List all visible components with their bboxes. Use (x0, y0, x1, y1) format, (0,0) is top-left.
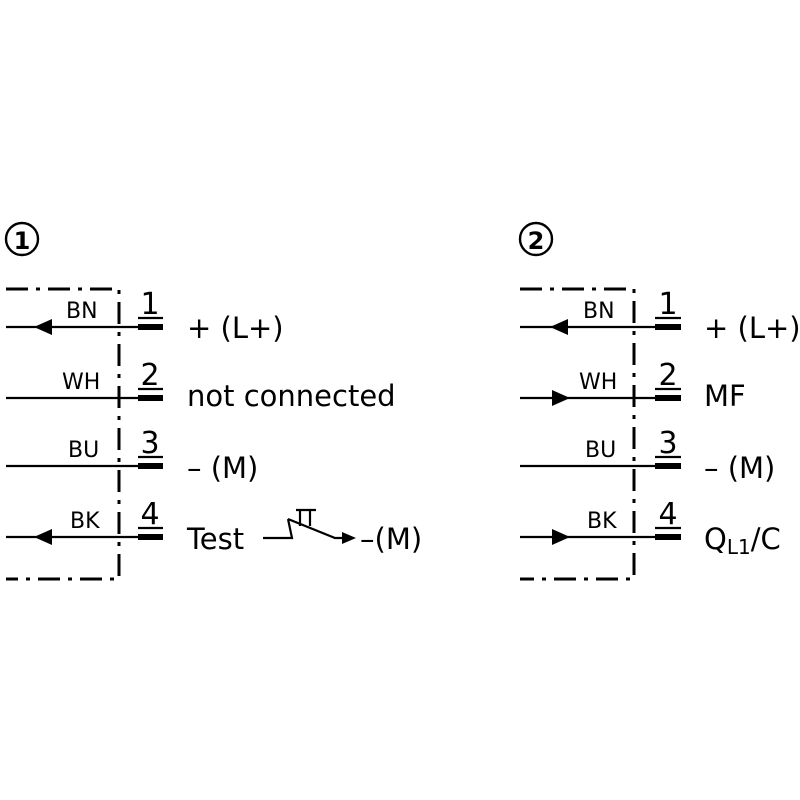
arrow-left-icon (34, 319, 52, 335)
pin-number: 1 (658, 287, 677, 322)
svg-text:1: 1 (14, 227, 31, 255)
diagram-1-pin-1: BN 1 + (L+) (6, 287, 284, 345)
pin-number: 2 (140, 358, 159, 393)
wire-color-label: BU (68, 438, 99, 463)
diagram-1-pin-2: WH 2 not connected (6, 358, 396, 413)
arrow-left-icon (34, 529, 52, 545)
pin-function: + (L+) (187, 311, 284, 345)
diagram-2-pin-2: WH 2 MF (520, 358, 746, 413)
diagram-1-housing-outline (6, 287, 121, 581)
switch-target-label: –(M) (360, 522, 422, 556)
svg-text:2: 2 (528, 227, 545, 255)
pin-number: 3 (658, 426, 677, 461)
pin-function: QL1/C (704, 522, 781, 559)
pin-number: 1 (140, 287, 159, 322)
diagram-2-pin-1: BN 1 + (L+) (520, 287, 800, 345)
pin-function-main: Q (704, 522, 727, 556)
wire-color-label: BN (66, 299, 98, 324)
diagram-2: 2 BN 1 + (L+) WH 2 MF BU (518, 221, 800, 581)
pin-number: 3 (140, 426, 159, 461)
diagram-1-pin-3: BU 3 – (M) (6, 426, 258, 485)
diagram-1-pin-4: BK 4 Test –(M) (6, 497, 422, 556)
pin-function: Test (186, 522, 244, 556)
arrow-right-icon (552, 390, 570, 406)
pin-number: 4 (140, 497, 159, 532)
pin-function-tail: /C (751, 522, 781, 556)
pin-number: 4 (658, 497, 677, 532)
pin-function: – (M) (704, 451, 775, 485)
wire-color-label: BU (585, 438, 616, 463)
pin-function: – (M) (187, 451, 258, 485)
wire-color-label: WH (579, 370, 617, 395)
arrow-left-icon (550, 319, 568, 335)
diagram-1-marker: 1 (4, 221, 40, 257)
diagram-2-pin-3: BU 3 – (M) (520, 426, 775, 485)
wire-color-label: BK (587, 509, 617, 534)
wire-color-label: BK (70, 509, 100, 534)
diagram-2-marker: 2 (518, 221, 554, 257)
pin-function: + (L+) (704, 311, 800, 345)
arrow-right-icon (342, 532, 356, 544)
pin-function: MF (704, 379, 746, 413)
pin-number: 2 (658, 358, 677, 393)
arrow-right-icon (552, 529, 570, 545)
pin-function-subscript: L1 (727, 535, 751, 559)
diagram-2-pin-4: BK 4 QL1/C (520, 497, 781, 559)
push-button-switch-icon (263, 508, 356, 544)
pin-function: not connected (187, 379, 396, 413)
wire-color-label: WH (62, 370, 100, 395)
diagram-1: 1 BN 1 + (L+) WH 2 not connected BU (4, 221, 422, 581)
wire-color-label: BN (583, 299, 615, 324)
diagram-2-housing-outline (520, 287, 636, 581)
